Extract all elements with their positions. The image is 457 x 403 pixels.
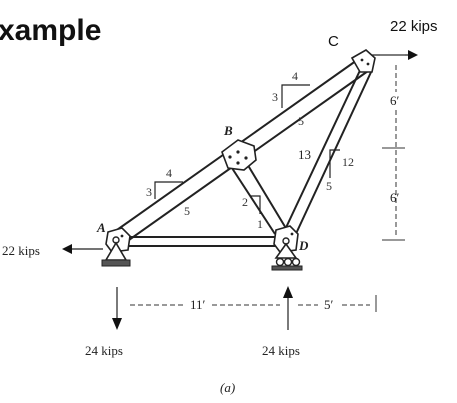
slope-cd-run: 5 — [326, 179, 332, 193]
load-label-c: 22 kips — [390, 18, 438, 35]
slope-ac-upper-rise: 3 — [272, 90, 278, 104]
load-label-a: 22 kips — [2, 243, 40, 258]
slope-ac-lower-rise: 3 — [146, 185, 152, 199]
load-label-bottom-right: 24 kips — [262, 343, 300, 358]
slope-ac-upper-hyp: 5 — [298, 114, 304, 128]
support-a-pin — [101, 241, 131, 267]
joint-c-plate — [350, 49, 376, 73]
slope-bd-run: 1 — [257, 217, 263, 231]
member-cd — [282, 63, 364, 235]
arrow-right-icon — [408, 50, 418, 60]
dimension-lines — [130, 54, 405, 312]
title-text: xample — [0, 14, 101, 47]
dimension-span-ad: 11′ — [190, 297, 206, 312]
slope-cd-rise: 12 — [342, 155, 354, 169]
joint-label-d: D — [298, 238, 309, 253]
arrow-left-icon — [62, 244, 72, 254]
slope-ac-upper-run: 4 — [292, 69, 298, 83]
figure-caption: (a) — [220, 380, 235, 395]
support-d-roller — [271, 242, 303, 271]
arrow-down-icon — [112, 318, 122, 330]
dimension-upper-height: 6′ — [390, 93, 400, 108]
arrow-up-icon — [283, 286, 293, 298]
slope-ac-lower-run: 4 — [166, 166, 172, 180]
dimension-lower-height: 6′ — [390, 190, 400, 205]
load-arrows — [62, 50, 418, 330]
joint-label-a: A — [96, 220, 106, 235]
joint-d-plate — [273, 225, 299, 253]
slope-ac-lower-hyp: 5 — [184, 204, 190, 218]
slope-bd-rise: 2 — [242, 195, 248, 209]
joint-plates — [105, 49, 376, 253]
member-bd — [229, 164, 276, 235]
joint-label-c: C — [328, 33, 339, 50]
joint-b-plate — [221, 139, 257, 171]
joint-label-b: B — [223, 123, 233, 138]
slope-triangles — [154, 84, 340, 214]
load-label-bottom-left: 24 kips — [85, 343, 123, 358]
dimension-span-right: 5′ — [324, 297, 334, 312]
joint-a-plate — [105, 227, 131, 253]
slope-cd-hyp: 13 — [298, 147, 311, 162]
